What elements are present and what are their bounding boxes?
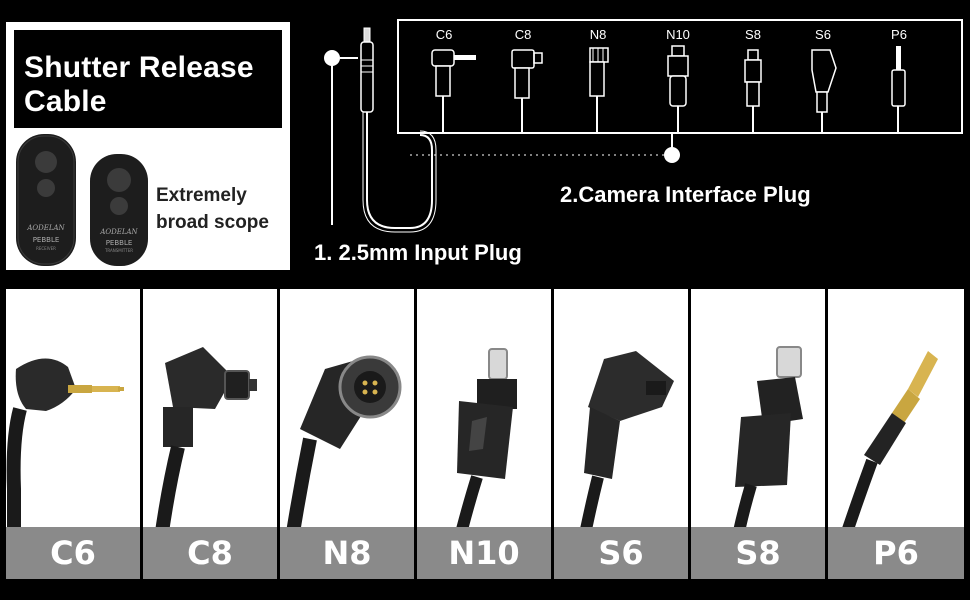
diagram-label-n8: N8	[589, 27, 607, 42]
diagram-label-s6: S6	[815, 27, 831, 42]
product-label-c8: C8	[143, 527, 277, 579]
divider	[414, 289, 417, 579]
c8-plug-icon	[511, 49, 543, 133]
diagram-label-n10: N10	[666, 27, 690, 42]
title-line-2: Cable	[24, 85, 107, 118]
diagram-label-s8: S8	[745, 27, 761, 42]
product-label-n10: N10	[417, 527, 551, 579]
transmitter-brand: AODELAN	[99, 228, 138, 236]
receiver-caption: RECEIVER	[36, 246, 56, 251]
camera-plug-label: 2.Camera Interface Plug	[560, 182, 811, 207]
diagram-label-c8: C8	[514, 27, 532, 42]
product-label-c6: C6	[6, 527, 140, 579]
product-panel-c6: C6	[6, 289, 140, 579]
scope-line-2: broad scope	[156, 212, 269, 233]
camera-plug-marker	[664, 147, 680, 163]
transmitter-caption: TRANSMITTER	[104, 248, 133, 253]
s6-plug-icon	[811, 49, 837, 133]
title-line-1: Shutter Release	[24, 51, 254, 84]
product-panel-s8: S8	[691, 289, 825, 579]
input-plug-label: 1. 2.5mm Input Plug	[314, 240, 522, 265]
input-plug-marker	[324, 50, 340, 66]
receiver-brand: AODELAN	[26, 224, 65, 232]
product-panel-c8: C8	[143, 289, 277, 579]
product-panel-n8: N8	[280, 289, 414, 579]
diagram-label-c6: C6	[435, 27, 453, 42]
input-plug-icon	[360, 27, 374, 113]
product-label-p6: P6	[828, 527, 964, 579]
c6-plug-icon	[431, 49, 476, 133]
receiver-remote: AODELAN PEBBLE RECEIVER	[16, 134, 76, 266]
scope-line-1: Extremely	[156, 185, 247, 206]
info-panel: Shutter Release Cable AODELAN PEBBLE REC…	[6, 22, 290, 270]
product-panel-s6: S6	[554, 289, 688, 579]
product-strip: C6 C8 N8	[6, 289, 964, 579]
transmitter-model: PEBBLE	[106, 239, 133, 247]
product-panel-p6: P6	[828, 289, 964, 579]
cable-diagram	[324, 19, 963, 233]
n10-plug-icon	[667, 45, 689, 133]
p6-plug-icon	[891, 46, 906, 133]
c6-connector-photo	[6, 358, 124, 529]
plug-type-box	[397, 19, 963, 134]
divider	[688, 289, 691, 579]
product-label-n8: N8	[280, 527, 414, 579]
divider	[825, 289, 828, 579]
receiver-model: PEBBLE	[33, 236, 60, 244]
divider	[551, 289, 554, 579]
title-box: Shutter Release Cable	[14, 30, 282, 128]
n8-plug-icon	[589, 47, 609, 133]
divider	[277, 289, 280, 579]
scope-text: Extremely broad scope	[156, 182, 286, 236]
diagram-label-p6: P6	[891, 27, 907, 42]
product-label-s6: S6	[554, 527, 688, 579]
transmitter-remote: AODELAN PEBBLE TRANSMITTER	[90, 154, 148, 266]
n8-connector-photo	[285, 355, 402, 541]
remote-controls-image: AODELAN PEBBLE RECEIVER AODELAN PEBBLE T…	[16, 134, 148, 266]
product-label-s8: S8	[691, 527, 825, 579]
product-panel-n10: N10	[417, 289, 551, 579]
divider	[140, 289, 143, 579]
s8-plug-icon	[744, 49, 762, 133]
